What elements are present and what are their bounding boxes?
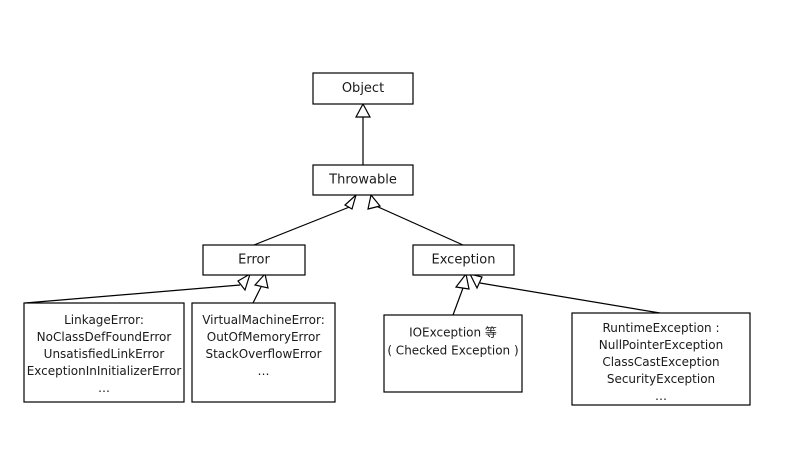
edge-throwable-to-object-generalization-arrow-icon bbox=[354, 102, 372, 118]
virtual-machine-error-node-label-line-3: StackOverflowError bbox=[205, 347, 321, 361]
edge-linkage-error-to-error-line bbox=[24, 284, 241, 304]
object-node[interactable]: Object bbox=[312, 72, 414, 105]
error-node[interactable]: Error bbox=[202, 244, 306, 276]
edge-virtual-machine-error-to-error bbox=[252, 272, 269, 304]
virtual-machine-error-node-label-line-2: OutOfMemoryError bbox=[207, 330, 321, 344]
exception-node[interactable]: Exception bbox=[412, 244, 515, 276]
virtual-machine-error-node-label-line-4: … bbox=[258, 364, 270, 378]
runtime-exception-node-label-line-1: RuntimeException : bbox=[602, 321, 719, 335]
error-node-label-line-1: Error bbox=[238, 253, 270, 268]
linkage-error-node-label-line-4: ExceptionInInitializerError bbox=[27, 364, 182, 378]
runtime-exception-node-label-line-5: … bbox=[655, 389, 667, 403]
throwable-node[interactable]: Throwable bbox=[312, 164, 414, 196]
edge-error-to-throwable-generalization-arrow-icon bbox=[343, 193, 358, 210]
throwable-node-box bbox=[312, 164, 414, 196]
runtime-exception-node[interactable]: RuntimeException : NullPointerExceptionCl… bbox=[571, 312, 751, 406]
linkage-error-node-label-line-1: LinkageError: bbox=[64, 313, 144, 327]
io-exception-node-label-line-1: IOException 等 bbox=[409, 326, 497, 340]
io-exception-node-box bbox=[383, 314, 523, 393]
linkage-error-node[interactable]: LinkageError: NoClassDefFoundErrorUnsatis… bbox=[23, 302, 185, 403]
exception-node-label-line-1: Exception bbox=[432, 253, 496, 268]
error-node-box bbox=[202, 244, 306, 276]
edge-error-to-throwable bbox=[253, 193, 358, 246]
edge-virtual-machine-error-to-error-generalization-arrow-icon bbox=[253, 272, 269, 289]
runtime-exception-node-box bbox=[571, 312, 751, 406]
runtime-exception-node-label-line-4: SecurityException bbox=[607, 372, 715, 386]
linkage-error-node-label-line-3: UnsatisfiedLinkError bbox=[44, 347, 165, 361]
throwable-node-label-line-1: Throwable bbox=[328, 173, 397, 188]
virtual-machine-error-node-label-line-1: VirtualMachineError: bbox=[202, 313, 325, 327]
edges-layer bbox=[24, 102, 661, 316]
edge-io-exception-to-exception-generalization-arrow-icon bbox=[454, 272, 470, 290]
edge-linkage-error-to-error bbox=[24, 272, 252, 304]
virtual-machine-error-node-box bbox=[191, 302, 336, 403]
runtime-exception-node-label-line-2: NullPointerException bbox=[599, 338, 723, 352]
edge-throwable-to-object bbox=[354, 102, 372, 165]
edge-exception-to-throwable bbox=[367, 193, 464, 246]
edge-runtime-exception-to-exception-line bbox=[479, 282, 661, 314]
edge-exception-to-throwable-line bbox=[375, 205, 464, 246]
object-node-label-line-1: Object bbox=[342, 81, 384, 96]
exception-node-box bbox=[412, 244, 515, 276]
edge-io-exception-to-exception-line bbox=[452, 287, 464, 316]
linkage-error-node-box bbox=[23, 302, 185, 403]
edge-linkage-error-to-error-generalization-arrow-icon bbox=[237, 272, 252, 292]
edge-error-to-throwable-line bbox=[253, 205, 353, 246]
edge-io-exception-to-exception bbox=[452, 272, 470, 316]
object-node-box bbox=[312, 72, 414, 105]
edge-exception-to-throwable-generalization-arrow-icon bbox=[367, 193, 382, 210]
io-exception-node[interactable]: IOException 等 ( Checked Exception ) bbox=[383, 314, 523, 393]
edge-runtime-exception-to-exception bbox=[468, 273, 661, 314]
linkage-error-node-label-line-2: NoClassDefFoundError bbox=[37, 330, 172, 344]
runtime-exception-node-label-line-3: ClassCastException bbox=[602, 355, 719, 369]
edge-virtual-machine-error-to-error-line bbox=[252, 286, 262, 304]
io-exception-node-label-line-2: ( Checked Exception ) bbox=[387, 344, 518, 358]
edge-runtime-exception-to-exception-generalization-arrow-icon bbox=[468, 273, 483, 290]
virtual-machine-error-node[interactable]: VirtualMachineError: OutOfMemoryErrorStac… bbox=[191, 302, 336, 403]
linkage-error-node-label-line-5: … bbox=[98, 381, 110, 395]
